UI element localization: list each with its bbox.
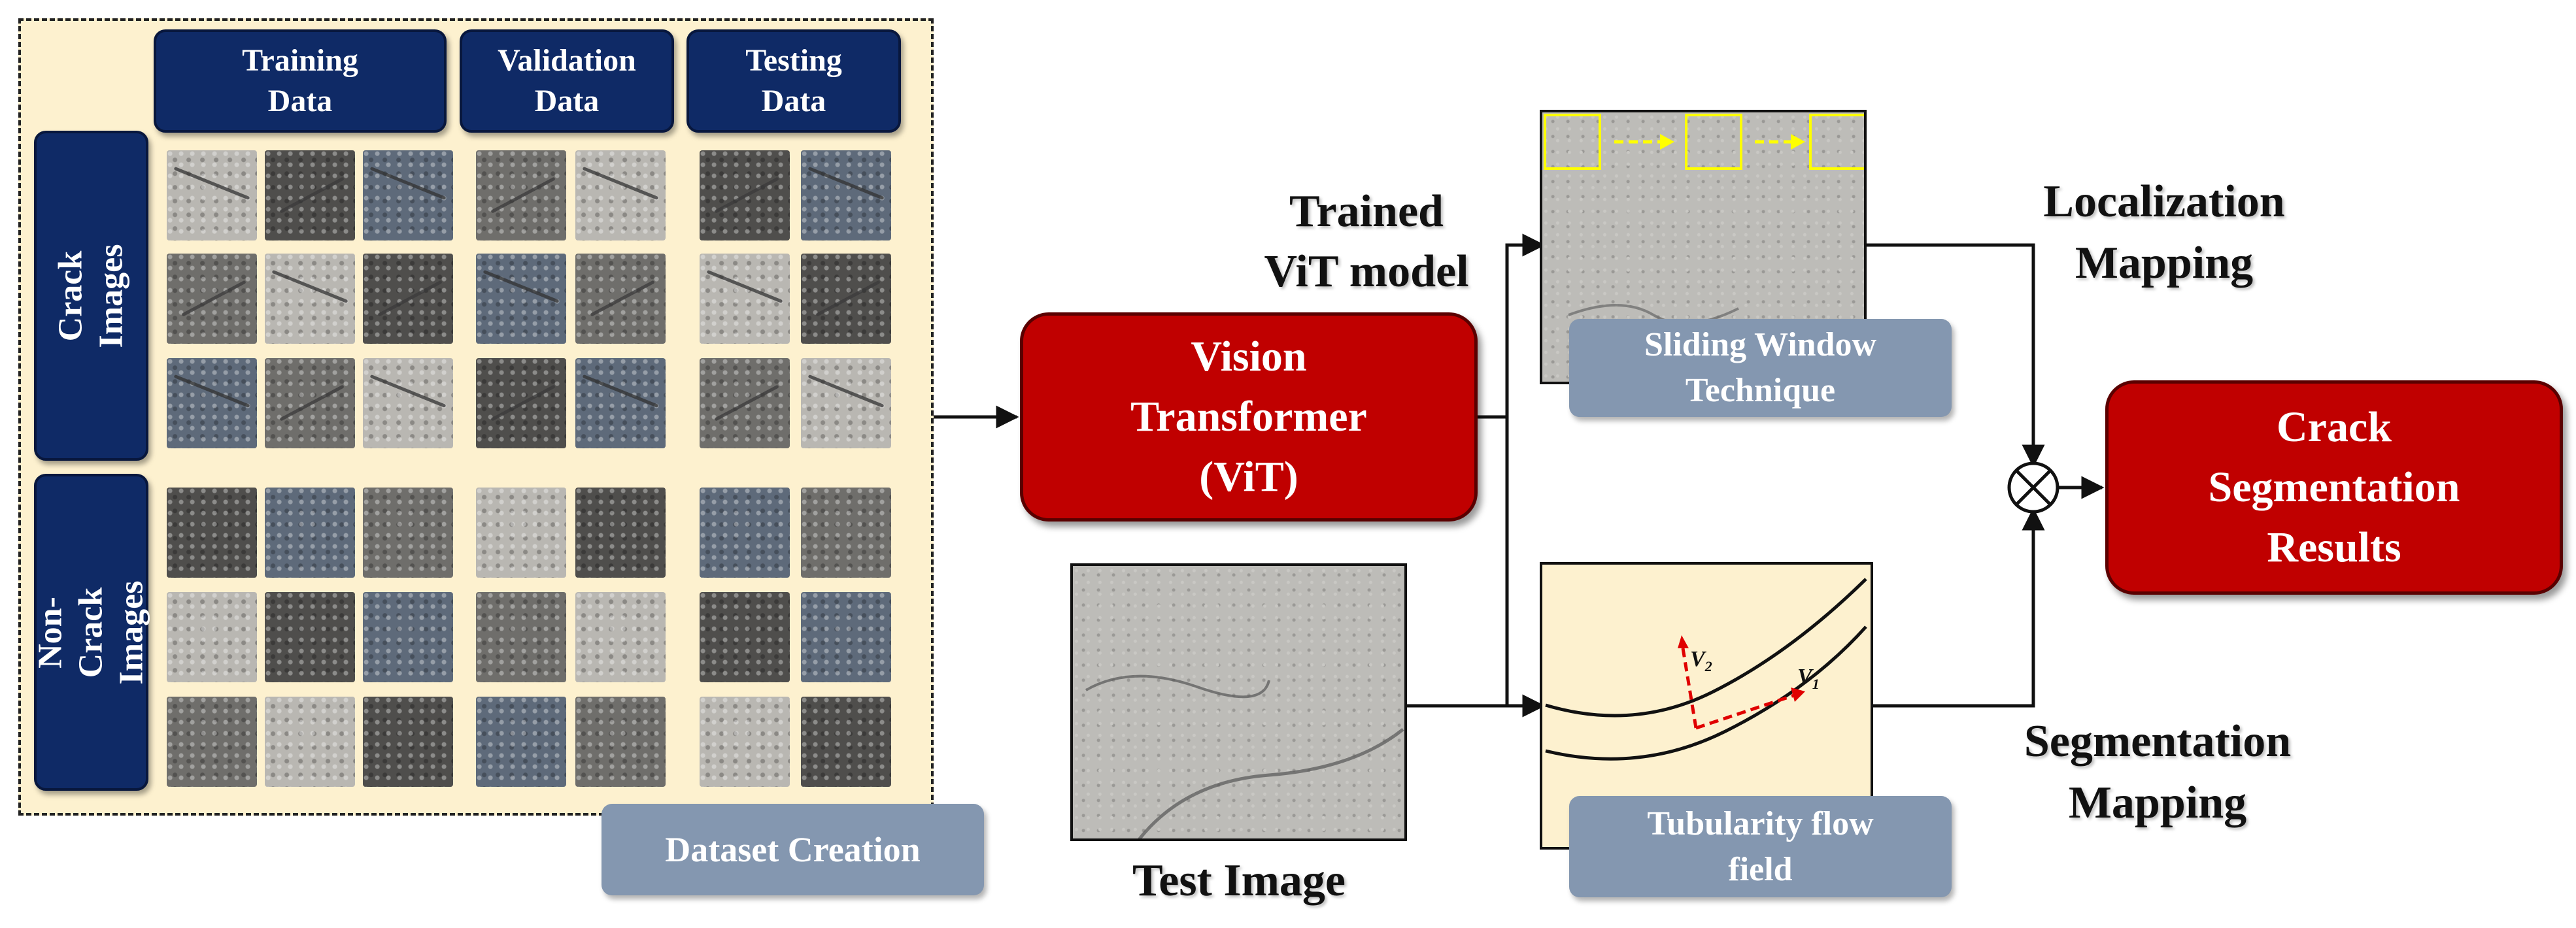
non-crack-image-tile xyxy=(167,697,257,787)
non-crack-image-tile xyxy=(363,697,453,787)
crack-image-tile xyxy=(167,358,257,448)
non-crack-image-tile xyxy=(801,697,891,787)
crack-image-tile xyxy=(167,150,257,240)
crack-image-tile xyxy=(700,358,790,448)
crack-segmentation-results-box: Crack Segmentation Results xyxy=(2105,380,2563,595)
crack-image-tile xyxy=(575,150,666,240)
sliding-window-label: Sliding Window Technique xyxy=(1569,319,1952,417)
crack-image-tile xyxy=(801,254,891,344)
crack-image-tile xyxy=(363,254,453,344)
tubularity-label: Tubularity flow field xyxy=(1569,796,1952,897)
non-crack-image-tile xyxy=(167,488,257,578)
crack-image-tile xyxy=(575,254,666,344)
crack-image-tile xyxy=(700,254,790,344)
non-crack-image-tile xyxy=(575,592,666,682)
non-crack-image-tile xyxy=(476,592,566,682)
crack-image-tile xyxy=(476,150,566,240)
trained-vit-label: Trained ViT model xyxy=(1264,186,1469,297)
localization-mapping-label: Localization Mapping xyxy=(2043,176,2285,288)
non-crack-image-tile xyxy=(363,592,453,682)
crack-image-tile xyxy=(363,358,453,448)
vector-v2-label: V2 xyxy=(1690,647,1712,674)
column-header-testing: Testing Data xyxy=(686,29,901,133)
crack-image-tile xyxy=(801,150,891,240)
segmentation-mapping-label: Segmentation Mapping xyxy=(2024,716,2292,828)
non-crack-image-tile xyxy=(265,697,355,787)
non-crack-image-tile xyxy=(575,488,666,578)
crack-image-tile xyxy=(700,150,790,240)
arrow-localization-to-product xyxy=(1867,243,2045,468)
column-header-validation: Validation Data xyxy=(460,29,674,133)
dataset-creation-label: Dataset Creation xyxy=(602,804,984,895)
test-image-caption: Test Image xyxy=(1132,855,1346,906)
crack-image-tile xyxy=(265,254,355,344)
crack-image-tile xyxy=(575,358,666,448)
non-crack-image-tile xyxy=(476,697,566,787)
crack-image-tile xyxy=(476,358,566,448)
test-image xyxy=(1070,563,1407,841)
vector-v1-label: V1 xyxy=(1797,665,1820,692)
crack-image-tile xyxy=(167,254,257,344)
non-crack-image-tile xyxy=(801,592,891,682)
non-crack-image-tile xyxy=(700,592,790,682)
non-crack-image-tile xyxy=(167,592,257,682)
multiply-operator-icon xyxy=(2007,461,2059,514)
non-crack-image-tile xyxy=(700,697,790,787)
crack-image-tile xyxy=(476,254,566,344)
non-crack-image-tile xyxy=(265,488,355,578)
non-crack-image-tile xyxy=(700,488,790,578)
row-header-non-crack: Non-Crack Images xyxy=(32,474,150,791)
crack-image-tile xyxy=(363,150,453,240)
crack-image-tile xyxy=(265,150,355,240)
arrow-segmentation-to-product xyxy=(1873,507,2045,708)
non-crack-image-tile xyxy=(575,697,666,787)
column-header-training: Training Data xyxy=(154,29,447,133)
line-vit-to-branches xyxy=(1478,233,1546,419)
non-crack-image-tile xyxy=(476,488,566,578)
non-crack-image-tile xyxy=(265,592,355,682)
crack-image-tile xyxy=(265,358,355,448)
non-crack-image-tile xyxy=(801,488,891,578)
crack-image-tile xyxy=(801,358,891,448)
non-crack-image-tile xyxy=(363,488,453,578)
row-header-crack: Crack Images xyxy=(34,131,148,461)
vision-transformer-box: Vision Transformer (ViT) xyxy=(1020,312,1478,522)
